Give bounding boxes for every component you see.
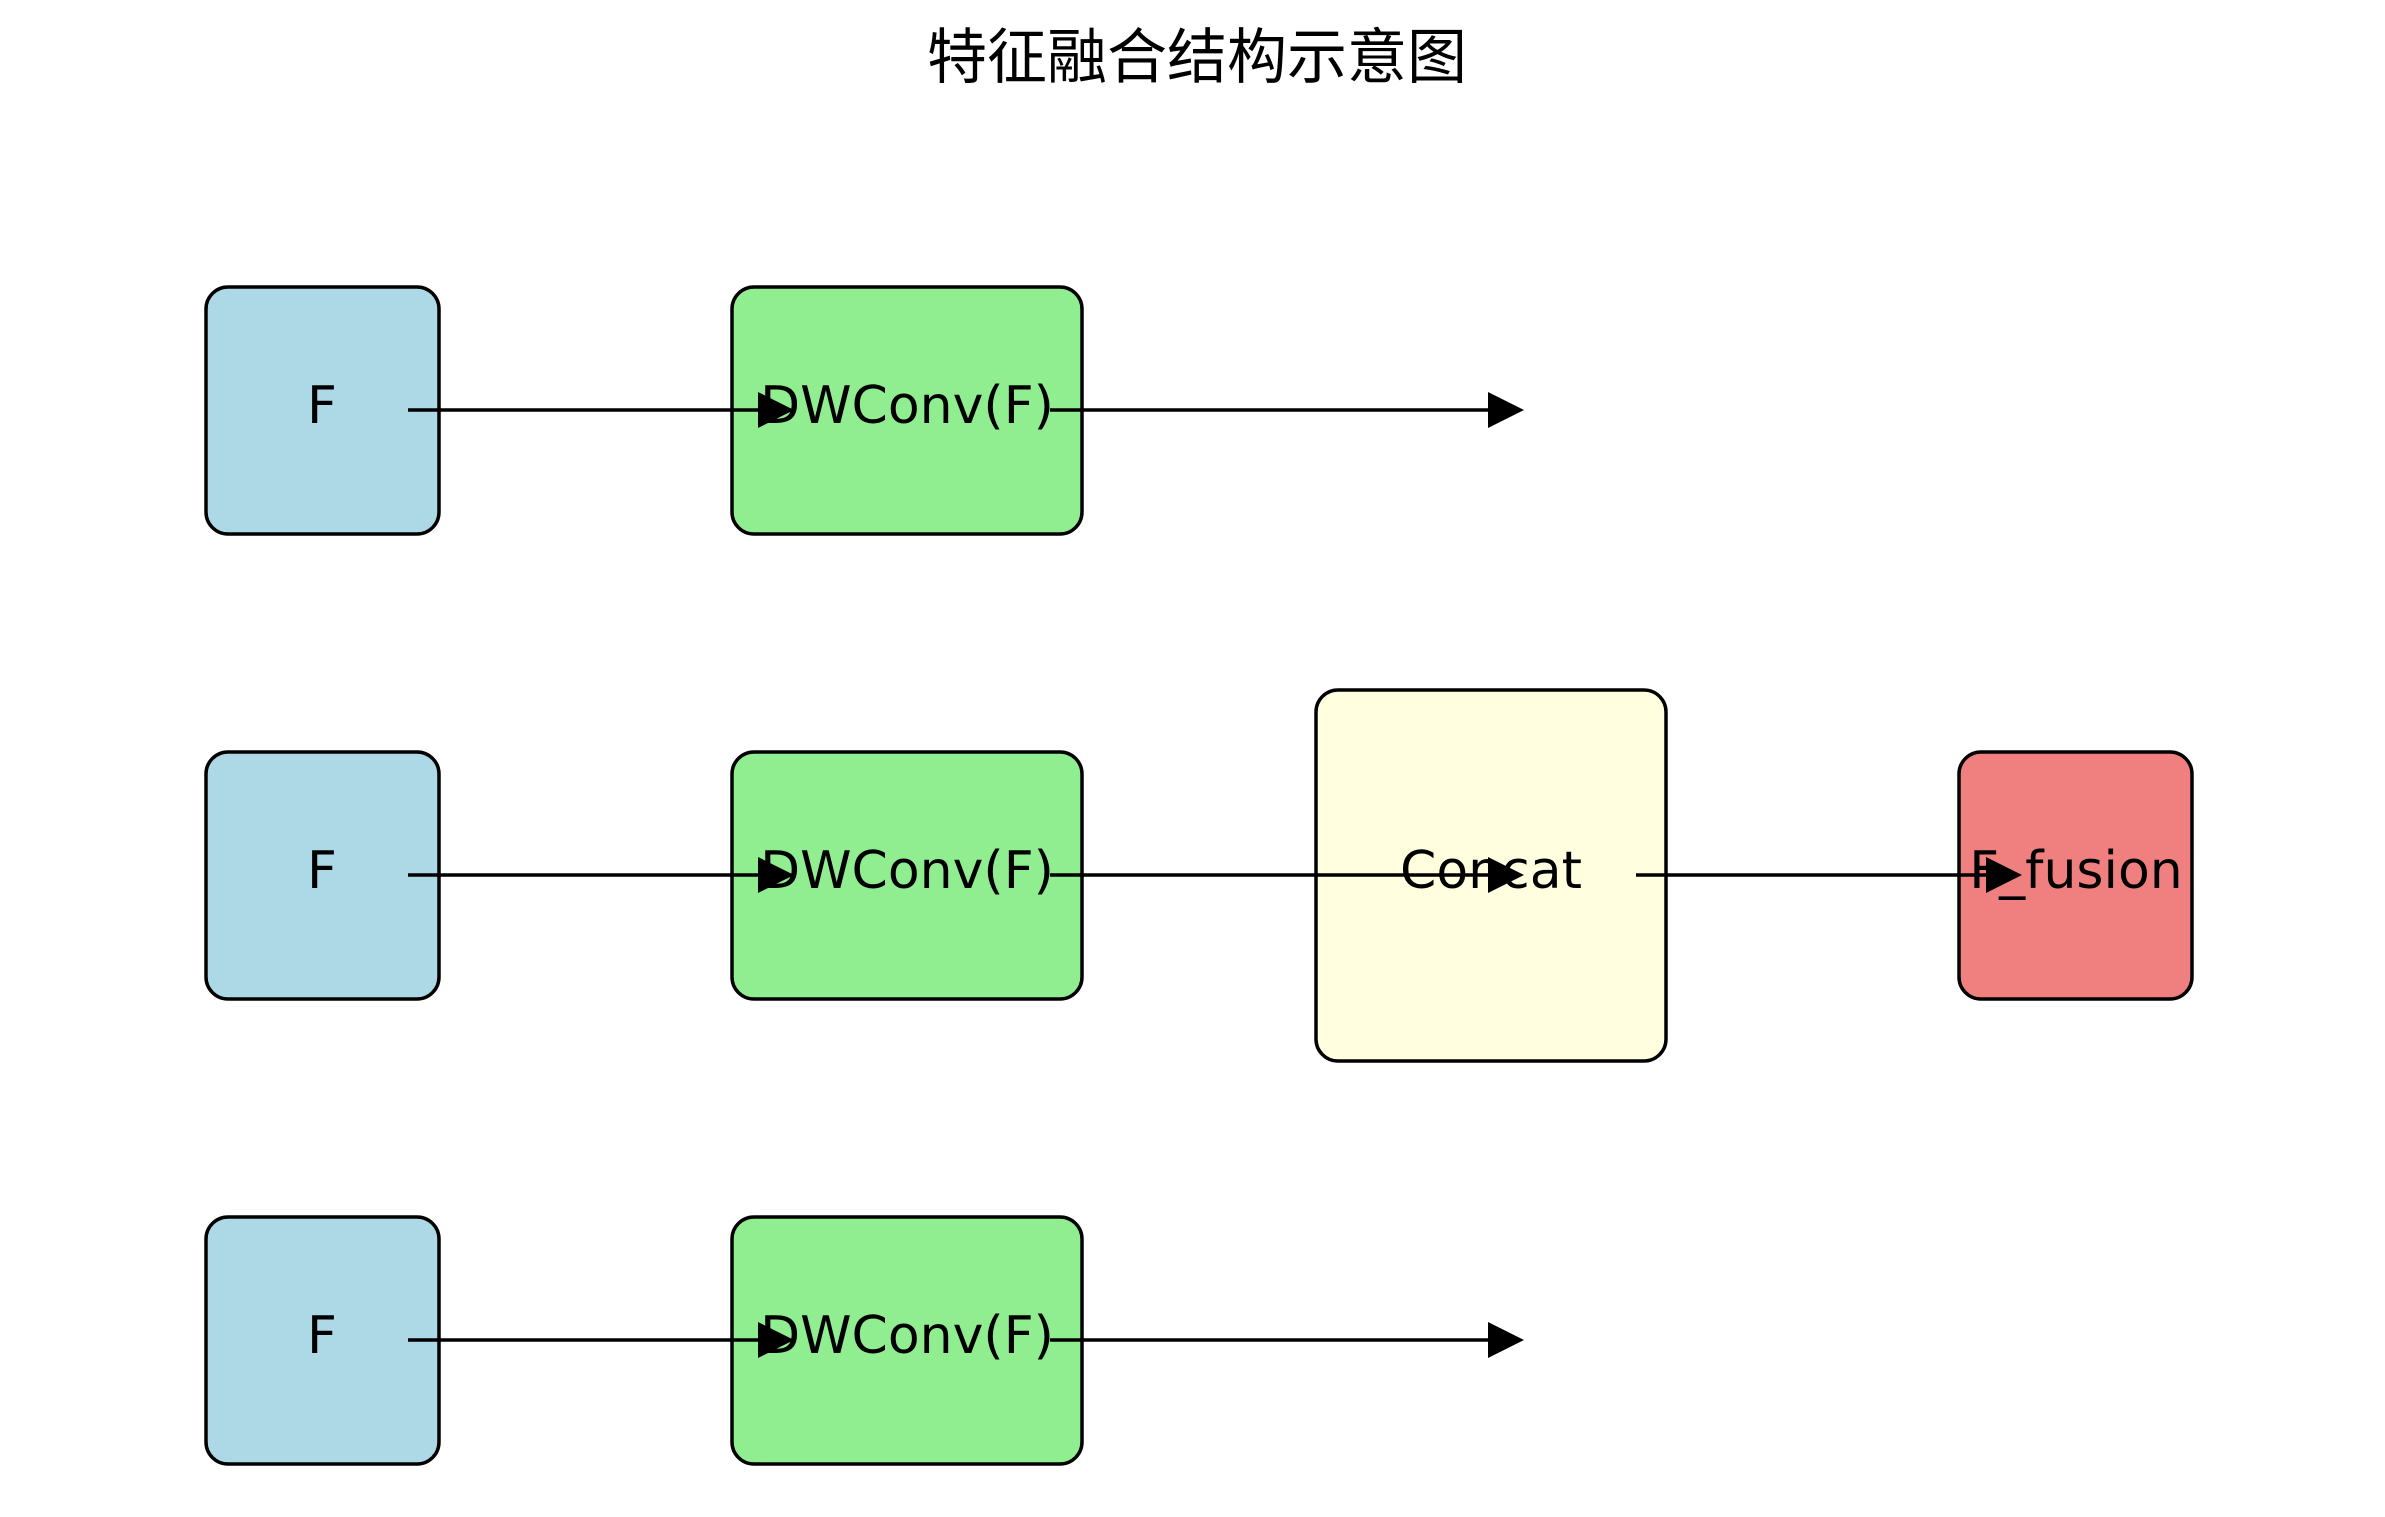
node-f1-label: F bbox=[307, 376, 337, 436]
edge-f3-to-dw3 bbox=[408, 1322, 794, 1358]
diagram-title: 特征融合结构示意图 bbox=[927, 23, 1467, 93]
node-fusion: F_fusion bbox=[1957, 750, 2194, 1001]
edge-dw2-to-concat-arrowhead bbox=[1488, 857, 1524, 893]
node-dw3-label: DWConv(F) bbox=[760, 1306, 1054, 1366]
node-f3-label: F bbox=[307, 1306, 337, 1366]
node-dw1-label: DWConv(F) bbox=[760, 376, 1054, 436]
edge-dw3-to-concat bbox=[1050, 1322, 1524, 1358]
edge-dw1-to-concat bbox=[1050, 392, 1524, 428]
node-dw2-label: DWConv(F) bbox=[760, 841, 1054, 901]
edge-f1-to-dw1-arrowhead bbox=[758, 392, 794, 428]
node-f3: F bbox=[204, 1215, 441, 1466]
edges bbox=[408, 392, 2022, 1358]
edge-f3-to-dw3-arrowhead bbox=[758, 1322, 794, 1358]
node-dw3: DWConv(F) bbox=[730, 1215, 1084, 1466]
edge-dw3-to-concat-arrowhead bbox=[1488, 1322, 1524, 1358]
edge-concat-to-fusion bbox=[1636, 857, 2022, 893]
node-f2: F bbox=[204, 750, 441, 1001]
edge-concat-to-fusion-arrowhead bbox=[1986, 857, 2022, 893]
edge-dw2-to-concat bbox=[1050, 857, 1524, 893]
edge-f2-to-dw2-arrowhead bbox=[758, 857, 794, 893]
node-f2-label: F bbox=[307, 841, 337, 901]
edge-dw1-to-concat-arrowhead bbox=[1488, 392, 1524, 428]
edge-f2-to-dw2 bbox=[408, 857, 794, 893]
node-f1: F bbox=[204, 285, 441, 536]
edge-f1-to-dw1 bbox=[408, 392, 794, 428]
